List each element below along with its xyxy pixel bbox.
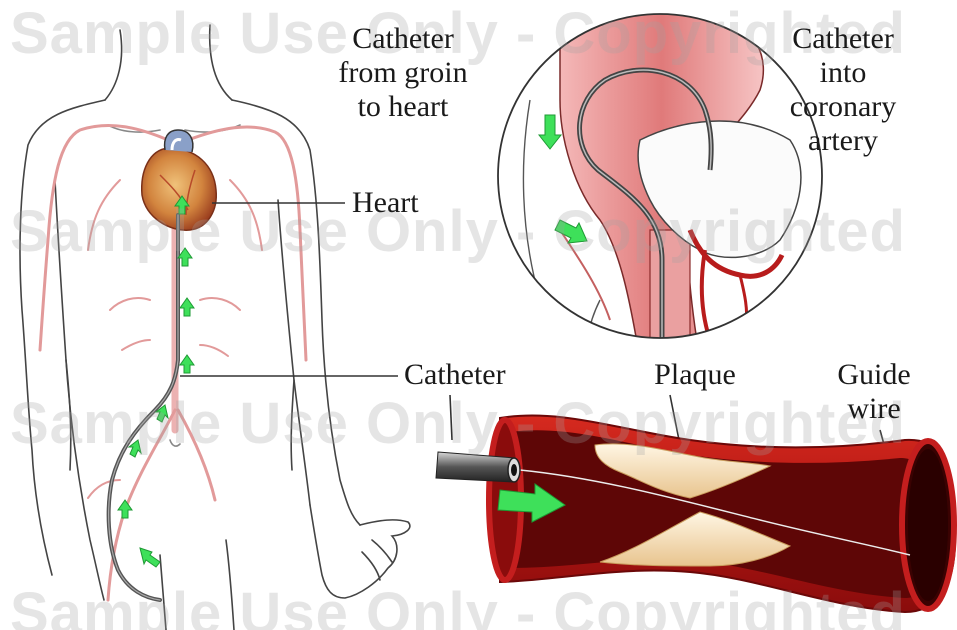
label-catheter-groin: Catheter from groin to heart: [308, 22, 498, 124]
label-heart: Heart: [352, 186, 452, 220]
flow-arrows-body: [118, 196, 194, 567]
catheter-in-body: [109, 215, 178, 600]
label-guide-wire: Guide wire: [814, 358, 934, 426]
artery-cross-section: [436, 415, 955, 612]
label-catheter: Catheter: [404, 358, 544, 392]
label-catheter-coronary: Catheter into coronary artery: [768, 22, 918, 158]
label-plaque: Plaque: [630, 358, 760, 392]
